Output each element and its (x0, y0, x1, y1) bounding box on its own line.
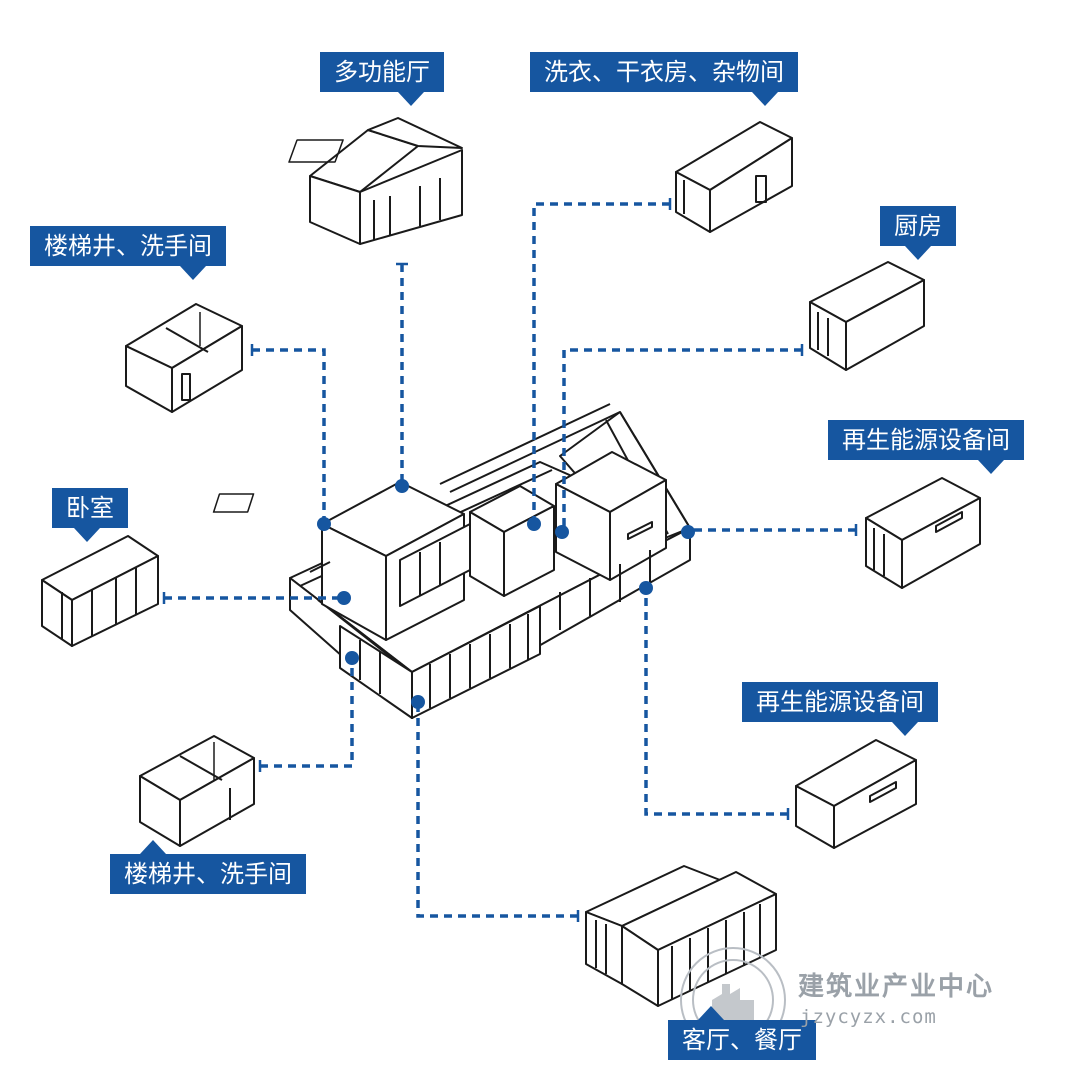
watermark-url: jzycyzx.com (800, 1006, 937, 1028)
label-energy-1: 再生能源设备间 (828, 420, 1024, 474)
module-stair-wc-top (125, 303, 243, 413)
module-energy-1 (865, 477, 981, 589)
module-living-dining (585, 865, 777, 1007)
connection-dots (317, 479, 695, 709)
module-bedroom (41, 535, 159, 647)
watermark-name: 建筑业产业中心 (798, 972, 995, 1002)
module-kitchen (809, 261, 925, 371)
label-stair-wc-bottom: 楼梯井、洗手间 (110, 840, 306, 894)
label-laundry: 洗衣、干衣房、杂物间 (530, 52, 798, 106)
label-kitchen: 厨房 (880, 206, 956, 260)
module-multi-hall (288, 117, 463, 245)
module-stair-wc-bottom (139, 735, 255, 847)
assembled-house (212, 403, 691, 719)
label-bedroom: 卧室 (52, 488, 128, 542)
label-energy-2: 再生能源设备间 (742, 682, 938, 736)
module-laundry (675, 121, 793, 233)
module-energy-2 (795, 739, 917, 849)
label-stair-wc-top: 楼梯井、洗手间 (30, 226, 226, 280)
label-multi-hall: 多功能厅 (320, 52, 444, 106)
label-living-dining: 客厅、餐厅 (668, 1006, 816, 1060)
leader-lines (164, 202, 856, 918)
